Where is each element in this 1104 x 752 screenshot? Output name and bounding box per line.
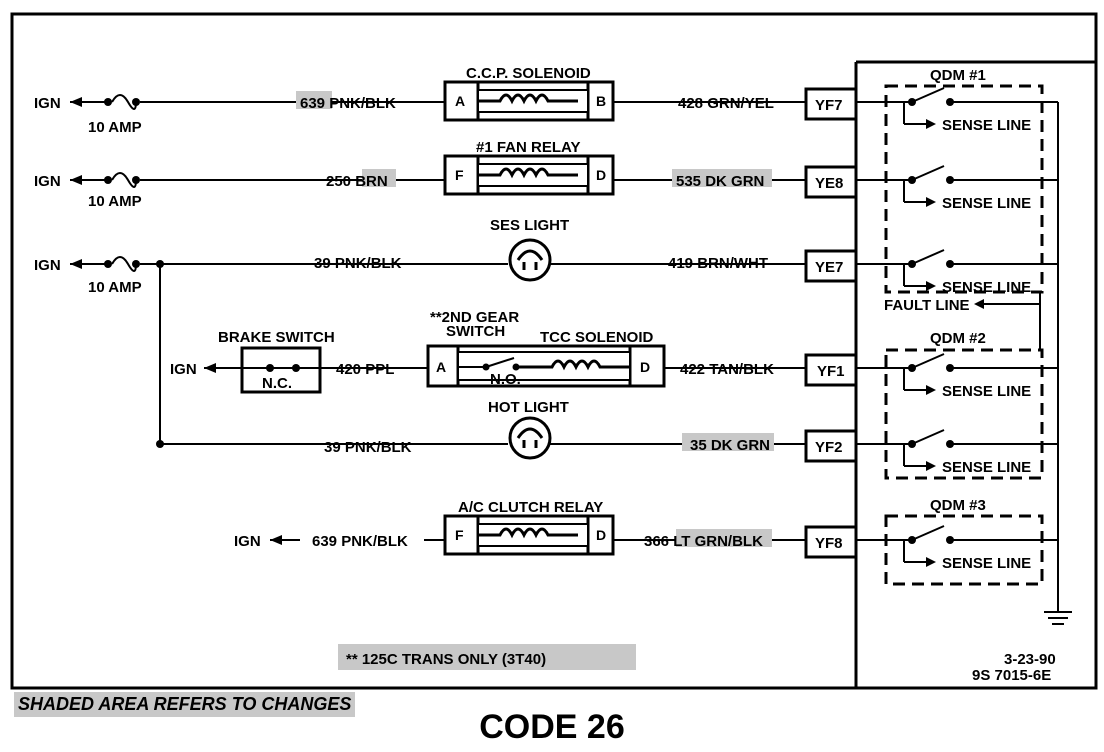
pin-label: A bbox=[455, 93, 465, 109]
ign-label: IGN bbox=[34, 173, 61, 190]
ecm-connector bbox=[804, 165, 858, 199]
date-label: 3-23-90 bbox=[1004, 651, 1056, 668]
ecm-connector bbox=[804, 249, 858, 283]
fuse-icon bbox=[111, 94, 137, 110]
ecm-connector bbox=[804, 353, 858, 387]
ign-label: IGN bbox=[34, 95, 61, 112]
arrow-left-icon bbox=[974, 299, 984, 309]
coil-icon bbox=[478, 167, 578, 179]
wire-label: 35 DK GRN bbox=[690, 437, 770, 454]
connector-label: YF1 bbox=[817, 363, 845, 380]
pin-label: D bbox=[640, 359, 650, 375]
connector-label: YE8 bbox=[815, 175, 843, 192]
sense-line-label: SENSE LINE bbox=[942, 279, 1031, 296]
ecm-connector bbox=[804, 525, 858, 559]
component-label: HOT LIGHT bbox=[488, 399, 569, 416]
coil-icon bbox=[516, 359, 630, 371]
ref-label: 9S 7015-6E bbox=[972, 667, 1051, 684]
component-label: A/C CLUTCH RELAY bbox=[458, 499, 603, 516]
qdm2-label: QDM #2 bbox=[930, 330, 986, 347]
fault-line-label: FAULT LINE bbox=[884, 297, 970, 314]
ses-light-circuit: IGN 10 AMP 39 PNK/BLK SES LIGHT 419 BRN/… bbox=[34, 217, 910, 444]
sense-switch: SENSE LINE bbox=[903, 429, 1058, 476]
coil-icon bbox=[478, 93, 578, 105]
trans-note-shade bbox=[338, 644, 636, 670]
switch-icon bbox=[485, 357, 515, 368]
coil-icon bbox=[478, 527, 578, 539]
ign-label: IGN bbox=[234, 533, 261, 550]
hot-light-circuit: 39 PNK/BLK HOT LIGHT 35 DK GRN YF2 bbox=[156, 399, 910, 463]
wire-label: 419 BRN/WHT bbox=[668, 255, 768, 272]
pin-label: F bbox=[455, 167, 464, 183]
fan-relay-circuit: IGN 10 AMP 250 BRN #1 FAN RELAY F D 535 … bbox=[34, 139, 910, 210]
wire-label: 428 GRN/YEL bbox=[678, 95, 774, 112]
no-label: N.O. bbox=[490, 371, 521, 388]
fuse-rating-label: 10 AMP bbox=[88, 279, 142, 296]
fuse-rating-label: 10 AMP bbox=[88, 119, 142, 136]
wire-label: 366 LT GRN/BLK bbox=[644, 533, 763, 550]
gear-switch-label: **2ND GEAR SWITCH bbox=[430, 309, 523, 340]
sense-switch: SENSE LINE bbox=[903, 87, 1058, 134]
fuse-icon bbox=[111, 172, 137, 188]
sense-switch: SENSE LINE bbox=[903, 525, 1058, 572]
bulb-icon bbox=[508, 416, 552, 460]
connector-label: YF7 bbox=[815, 97, 843, 114]
nc-label: N.C. bbox=[262, 375, 292, 392]
pin-label: D bbox=[596, 527, 606, 543]
ac-clutch-relay-circuit: IGN 639 PNK/BLK A/C CLUTCH RELAY F D 366… bbox=[234, 499, 910, 559]
tcc-solenoid-circuit: BRAKE SWITCH IGN N.C. 420 PPL **2ND GEAR… bbox=[170, 309, 910, 394]
brake-switch-label: BRAKE SWITCH bbox=[218, 329, 335, 346]
qdm1-box bbox=[884, 84, 1044, 294]
shaded-area-note: SHADED AREA REFERS TO CHANGES bbox=[14, 692, 356, 717]
sense-switch: SENSE LINE bbox=[903, 165, 1058, 212]
component-label: C.C.P. SOLENOID bbox=[466, 65, 591, 82]
fuse-icon bbox=[111, 256, 137, 272]
sense-switch: SENSE LINE bbox=[903, 353, 1058, 400]
ign-label: IGN bbox=[170, 361, 197, 378]
qdm-modules: QDM #1 QDM #2 QDM #3 FAULT LINE 3-23-90 … bbox=[884, 67, 1072, 684]
connector-label: YF8 bbox=[815, 535, 843, 552]
ecm-connector bbox=[804, 87, 858, 121]
sense-switch: SENSE LINE bbox=[903, 249, 1058, 296]
sense-line-label: SENSE LINE bbox=[942, 555, 1031, 572]
ecm-connector bbox=[804, 429, 858, 463]
sense-line-label: SENSE LINE bbox=[942, 117, 1031, 134]
bulb-icon bbox=[508, 238, 552, 282]
ign-label: IGN bbox=[34, 257, 61, 274]
connector-label: YF2 bbox=[815, 439, 843, 456]
pin-label: B bbox=[596, 93, 606, 109]
component-label: TCC SOLENOID bbox=[540, 329, 654, 346]
wire-label: 639 PNK/BLK bbox=[300, 95, 396, 112]
wire-label: 422 TAN/BLK bbox=[680, 361, 774, 378]
wire-label: 39 PNK/BLK bbox=[324, 439, 412, 456]
qdm-switches: SENSE LINE SENSE LINE SENSE LINE SENSE LINE… bbox=[903, 87, 1059, 580]
wire-label: 39 PNK/BLK bbox=[314, 255, 402, 272]
qdm1-label: QDM #1 bbox=[930, 67, 986, 84]
diagram-frame bbox=[10, 12, 1098, 690]
qdm3-label: QDM #3 bbox=[930, 497, 986, 514]
ccp-solenoid-circuit: IGN 10 AMP 639 PNK/BLK C.C.P. SOLENOID A… bbox=[34, 65, 910, 136]
qdm3-box bbox=[884, 514, 1044, 586]
wire-label: 639 PNK/BLK bbox=[312, 533, 408, 550]
brake-switch bbox=[240, 346, 322, 394]
component-label: #1 FAN RELAY bbox=[476, 139, 580, 156]
component-label: SES LIGHT bbox=[490, 217, 569, 234]
trans-only-note: ** 125C TRANS ONLY (3T40) bbox=[346, 651, 546, 668]
pin-label: F bbox=[455, 527, 464, 543]
wire-label: 420 PPL bbox=[336, 361, 394, 378]
pin-label: A bbox=[436, 359, 446, 375]
fuse-rating-label: 10 AMP bbox=[88, 193, 142, 210]
wire-label: 250 BRN bbox=[326, 173, 388, 190]
sense-line-label: SENSE LINE bbox=[942, 195, 1031, 212]
connector-label: YE7 bbox=[815, 259, 843, 276]
pin-label: D bbox=[596, 167, 606, 183]
qdm2-box bbox=[884, 348, 1044, 480]
wire-label: 535 DK GRN bbox=[676, 173, 764, 190]
ground-icon bbox=[1044, 611, 1072, 625]
page-title: CODE 26 bbox=[479, 708, 625, 746]
sense-line-label: SENSE LINE bbox=[942, 459, 1031, 476]
sense-line-label: SENSE LINE bbox=[942, 383, 1031, 400]
